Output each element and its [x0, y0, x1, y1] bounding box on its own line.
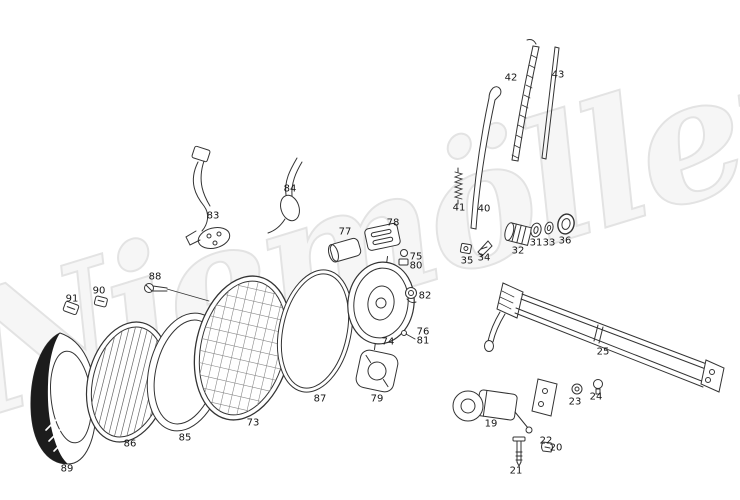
part-label-22: 22 — [539, 435, 553, 447]
part-label-86: 86 — [123, 438, 137, 450]
part-33-washer — [544, 221, 554, 235]
part-label-80: 80 — [409, 260, 423, 272]
part-74-reflector — [347, 255, 415, 351]
part-label-81: 81 — [416, 335, 430, 347]
part-label-24: 24 — [589, 391, 603, 403]
part-41-spring — [453, 167, 464, 205]
part-76-81-screw — [401, 330, 416, 340]
part-label-34: 34 — [477, 252, 491, 264]
part-label-40: 40 — [477, 203, 491, 215]
part-label-41: 41 — [452, 202, 466, 214]
part-label-77: 77 — [338, 226, 352, 238]
part-label-43: 43 — [551, 69, 565, 81]
part-label-31: 31 — [529, 237, 543, 249]
part-32-bushing — [504, 222, 533, 246]
part-label-20: 20 — [549, 442, 563, 454]
part-75-80-fasteners — [398, 249, 409, 266]
part-label-32: 32 — [511, 245, 525, 257]
part-77-cap — [327, 237, 362, 263]
part-89-housing — [30, 332, 97, 465]
part-label-83: 83 — [206, 210, 220, 222]
part-label-87: 87 — [313, 393, 327, 405]
part-label-23: 23 — [568, 396, 582, 408]
part-21-pivot-bolt — [512, 436, 526, 468]
part-label-75: 75 — [409, 251, 423, 263]
part-88-screw — [144, 283, 210, 302]
part-84-cable — [267, 157, 303, 234]
part-40-wiper-arm — [470, 86, 502, 230]
part-25-linkage-frame — [484, 282, 725, 393]
part-87-gasket — [277, 269, 353, 393]
part-43-blade-insert — [541, 46, 560, 160]
part-31-washer — [530, 222, 542, 238]
part-42-wiper-blade — [511, 39, 540, 162]
part-label-74: 74 — [381, 336, 395, 348]
part-label-78: 78 — [386, 217, 400, 229]
part-34-ferrule — [477, 240, 493, 257]
part-label-88: 88 — [148, 271, 162, 283]
part-79-retainer — [355, 349, 399, 393]
part-label-91: 91 — [65, 293, 79, 305]
part-label-25: 25 — [596, 346, 610, 358]
part-label-35: 35 — [460, 255, 474, 267]
part-label-84: 84 — [283, 183, 297, 195]
part-24-cap-nut — [593, 379, 603, 395]
part-label-85: 85 — [178, 432, 192, 444]
part-label-76: 76 — [416, 326, 430, 338]
part-22-mounting-plate — [531, 378, 558, 417]
part-19-wiper-motor — [452, 389, 533, 434]
part-73-headlamp-door — [193, 275, 293, 421]
part-label-33: 33 — [542, 237, 556, 249]
part-label-82: 82 — [418, 290, 432, 302]
part-label-21: 21 — [509, 465, 523, 477]
part-20-clip — [541, 441, 553, 453]
part-label-42: 42 — [504, 72, 518, 84]
part-82-mount — [405, 287, 417, 304]
part-78-holder-plate — [364, 222, 401, 251]
part-label-73: 73 — [246, 417, 260, 429]
part-label-89: 89 — [60, 463, 74, 475]
part-label-36: 36 — [558, 235, 572, 247]
part-83-harness — [185, 145, 231, 249]
part-91-clip — [62, 300, 80, 316]
part-23-grommet — [571, 383, 583, 395]
part-label-90: 90 — [92, 285, 106, 297]
part-36-grommet — [557, 213, 575, 235]
part-label-19: 19 — [484, 418, 498, 430]
part-label-79: 79 — [370, 393, 384, 405]
part-90-clip — [93, 295, 108, 308]
part-35-nut — [459, 242, 472, 255]
